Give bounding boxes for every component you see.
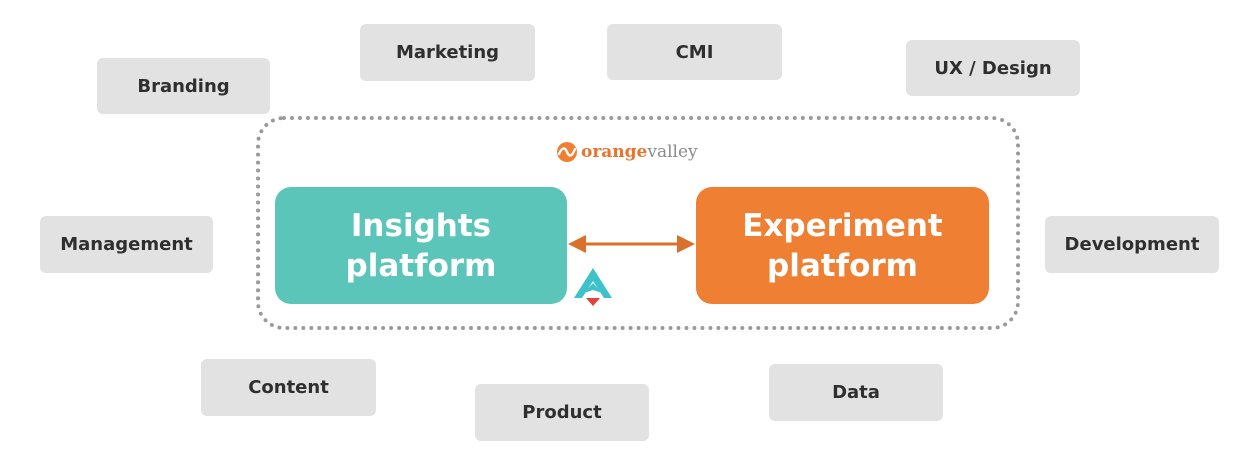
tag-development: Development	[1045, 216, 1219, 273]
tag-management: Management	[40, 216, 213, 273]
tag-cmi: CMI	[607, 24, 782, 80]
tag-content: Content	[201, 359, 376, 416]
experiment-platform-box: Experiment platform	[696, 187, 989, 304]
insights-platform-line1: Insights	[350, 207, 492, 244]
experiment-platform-line1: Experiment	[742, 207, 943, 244]
logo-text-orange: orange	[581, 142, 648, 162]
bidirectional-arrow	[568, 235, 695, 253]
orangevalley-boundary	[256, 116, 1020, 330]
experiment-platform-line2: platform	[767, 247, 918, 284]
logo-text-valley: valley	[647, 142, 698, 162]
orangevalley-logo: orangevalley	[556, 139, 698, 165]
tag-marketing: Marketing	[360, 24, 535, 81]
insights-platform-line2: platform	[345, 247, 497, 284]
insights-platform-box: Insights platform	[275, 187, 567, 304]
tag-product: Product	[475, 384, 649, 441]
tag-ux-design: UX / Design	[906, 40, 1080, 96]
orange-wave-icon	[557, 142, 577, 162]
teal-a-logo-icon	[574, 268, 612, 306]
tag-data: Data	[769, 364, 943, 421]
tag-branding: Branding	[97, 58, 270, 114]
